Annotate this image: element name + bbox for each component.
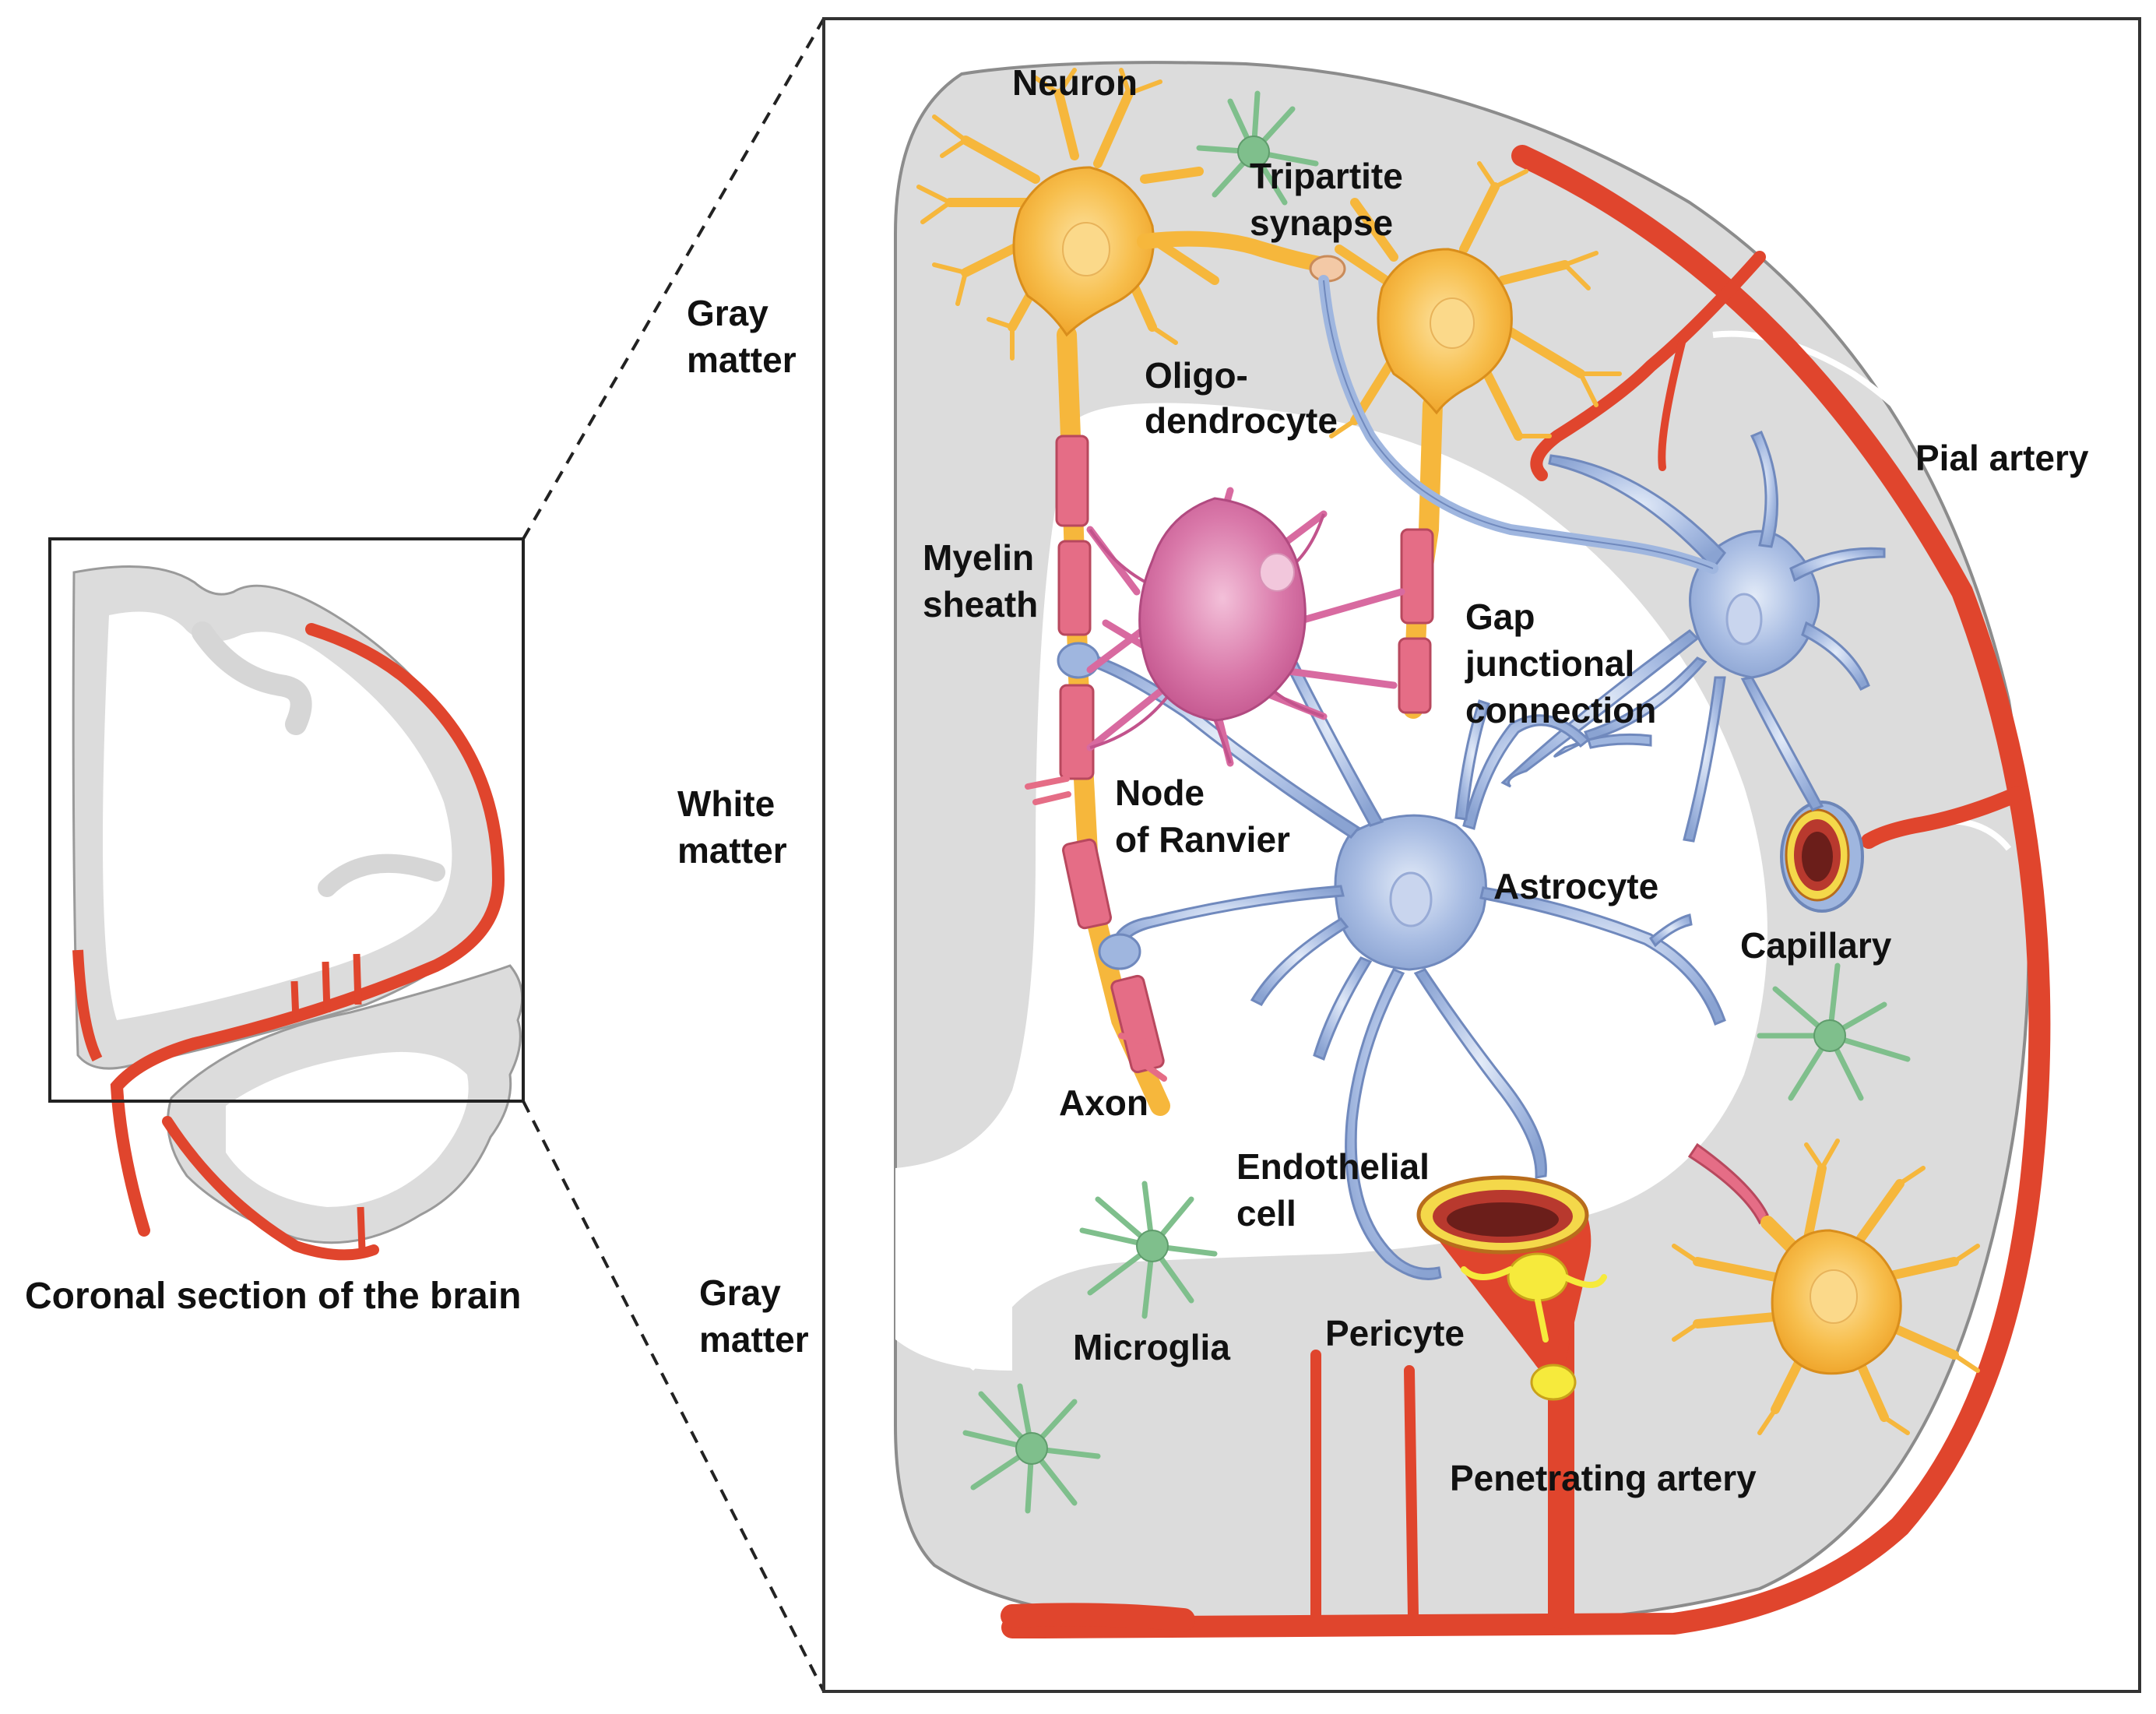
- coronal-sulcus-1: [192, 621, 312, 735]
- left-axon: [1025, 325, 1170, 1116]
- label-oligodendrocyte: Oligo-dendrocyte: [1145, 355, 1338, 441]
- myelin-segment-7: [1398, 637, 1432, 714]
- coronal-zoom-box: [48, 537, 525, 1103]
- pericyte-2: [1530, 1364, 1577, 1401]
- label-penetrating-artery: Penetrating artery: [1450, 1458, 1757, 1498]
- zoom-line-top: [522, 17, 825, 540]
- coronal-lower-white: [226, 1051, 469, 1207]
- gap-junction-process: [1587, 733, 1652, 749]
- oligodendrocyte: [1086, 487, 1405, 767]
- label-capillary: Capillary: [1740, 925, 1892, 966]
- label-axon: Axon: [1059, 1082, 1148, 1123]
- coronal-section: Coronal section of the brain: [25, 17, 825, 1692]
- label-pial-artery: Pial artery: [1915, 438, 2089, 478]
- microglia-top: [1196, 90, 1319, 206]
- coronal-branch-4: [357, 1206, 366, 1251]
- capillary-vessel: [1780, 801, 1864, 913]
- myelin-segment-3: [1059, 684, 1095, 780]
- right-axon: [1398, 395, 1443, 719]
- coronal-pial-artery: [110, 623, 505, 1237]
- tripartite-synapse: [1309, 255, 1718, 574]
- penetrating-artery-vessel: [1416, 1175, 1607, 1401]
- neuron-top-left: [916, 68, 1331, 361]
- pericyte-1: [1507, 1252, 1569, 1302]
- label-pericyte: Pericyte: [1325, 1313, 1465, 1353]
- coronal-white-matter: [103, 611, 452, 1020]
- neuron-top-right: [1329, 161, 1622, 441]
- astrocyte-upper: [1500, 431, 1886, 843]
- microglia-bottom-left: [962, 1383, 1101, 1514]
- zoom-line-bottom: [522, 1100, 825, 1692]
- myelin-segment-6: [1400, 528, 1434, 625]
- pial-artery: [1001, 145, 2051, 1638]
- coronal-branch-2: [322, 961, 331, 1013]
- coronal-sulcus-2: [318, 853, 445, 897]
- label-astrocyte: Astrocyte: [1493, 866, 1658, 906]
- gray-fissure-upper: [1712, 330, 1996, 547]
- coronal-artery-lower: [162, 1116, 379, 1261]
- white-matter-bottom: [895, 1168, 1012, 1371]
- coronal-branch-1: [290, 980, 300, 1021]
- microglia-center: [1079, 1181, 1218, 1319]
- coronal-branch-3: [353, 953, 362, 1005]
- myelin-segment-4: [1062, 838, 1112, 930]
- coronal-artery-base: [72, 949, 103, 1062]
- neuron-bottom-right: [1672, 1139, 1980, 1435]
- myelin-segment-2: [1057, 540, 1092, 636]
- label-neuron: Neuron: [1012, 62, 1138, 103]
- microglia-right: [1757, 963, 1911, 1101]
- coronal-caption: Coronal section of the brain: [25, 1276, 521, 1317]
- myelin-segment-1: [1055, 435, 1089, 527]
- label-microglia: Microglia: [1073, 1327, 1230, 1367]
